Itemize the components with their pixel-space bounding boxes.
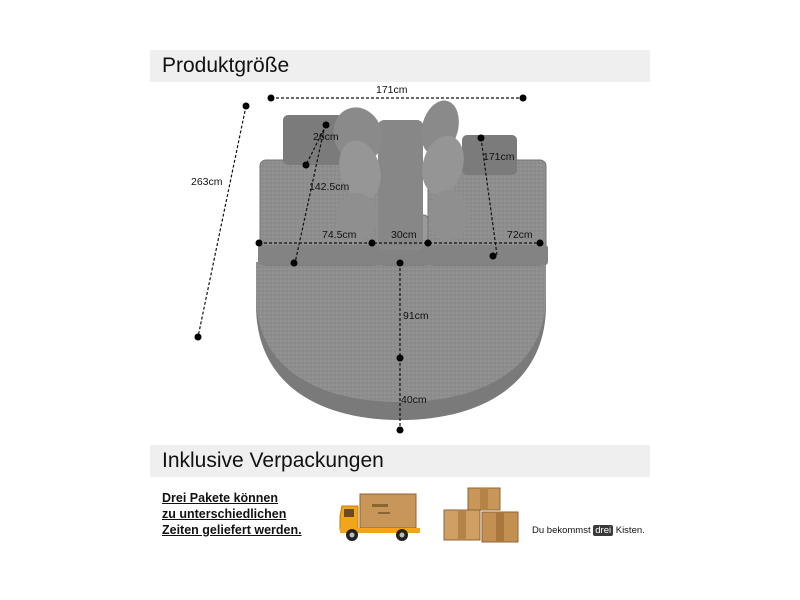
- heading-product-size: Produktgröße: [150, 50, 650, 82]
- dim-pillow: 26cm: [313, 131, 339, 143]
- dimension-dots: [194, 94, 544, 434]
- dim-left-depth: 142.5cm: [309, 181, 350, 193]
- delivery-note-line-2: zu unterschiedlichen: [162, 507, 287, 521]
- dimension-lines: [197, 97, 540, 430]
- heading-packaging-text: Inklusive Verpackungen: [162, 449, 384, 472]
- dim-left-seat: 74.5cm: [322, 229, 357, 241]
- dim-diagonal: 263cm: [191, 176, 223, 188]
- pillows: [333, 100, 468, 241]
- heading-packaging: Inklusive Verpackungen: [150, 445, 650, 477]
- delivery-note-line-3: Zeiten geliefert werden.: [162, 523, 302, 537]
- heading-product-size-text: Produktgröße: [162, 54, 290, 77]
- delivery-note: Drei Pakete können zu unterschiedlichen …: [162, 490, 302, 538]
- dim-right-depth: 171cm: [483, 151, 515, 163]
- delivery-truck-icon: [339, 493, 420, 541]
- dim-ottoman-depth: 91cm: [403, 310, 429, 322]
- dim-top-width: 171cm: [376, 84, 408, 96]
- dim-right-seat: 72cm: [507, 229, 533, 241]
- backrests: [283, 115, 517, 250]
- boxes-note: Du bekommst drei Kisten.: [532, 525, 645, 536]
- boxes-note-before: Du bekommst: [532, 525, 594, 536]
- dim-height: 40cm: [401, 394, 427, 406]
- delivery-note-line-1: Drei Pakete können: [162, 491, 279, 505]
- boxes-note-highlight: drei: [593, 525, 614, 536]
- dim-center-seat: 30cm: [391, 229, 417, 241]
- boxes-note-after: Kisten.: [613, 525, 645, 536]
- cardboard-boxes-icon: [443, 487, 519, 543]
- ottoman: [256, 262, 546, 420]
